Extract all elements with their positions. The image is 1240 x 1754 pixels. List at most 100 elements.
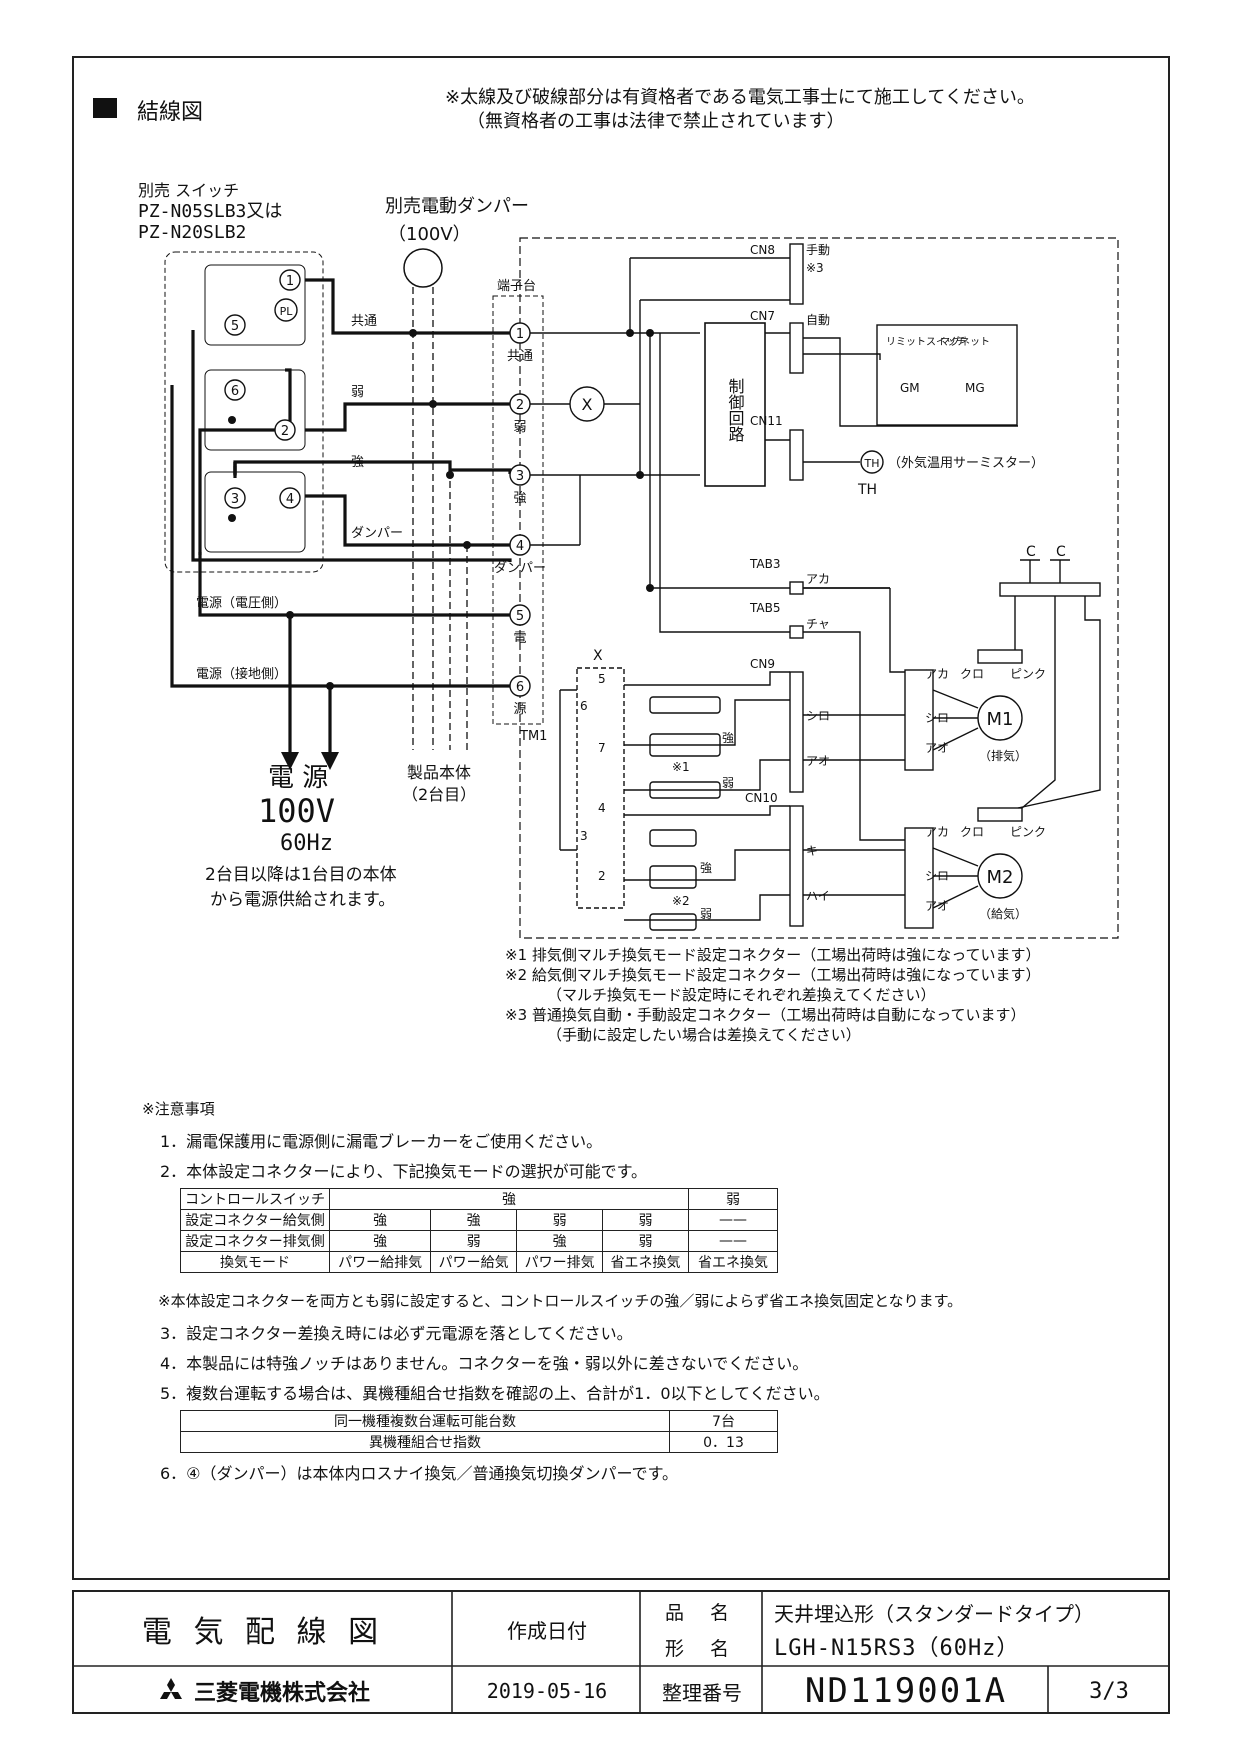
m1-kuro: クロ [960, 667, 984, 681]
m2-pin-ao: アオ [925, 899, 949, 913]
caution-item-2-note: ※本体設定コネクターを両方とも弱に設定すると、コントロールスイッチの強／弱によら… [158, 1292, 963, 1310]
m2-pin-shiro: シロ [925, 869, 949, 883]
terminal-5-num: 5 [516, 609, 524, 624]
table-row: コントロールスイッチ 強 弱 [180, 1188, 778, 1210]
cn8-note: ※3 [806, 261, 824, 275]
terminal-4-label: ダンパー [494, 561, 546, 576]
control-number: ND119001A [804, 1671, 1008, 1711]
table-row: 同一機種複数台運転可能台数 7台 [180, 1410, 778, 1432]
cn9-weak: 弱 [722, 776, 734, 790]
product-label-1: 製品本体 [407, 763, 471, 782]
thermistor-label: （外気温用サーミスター） [888, 455, 1044, 471]
thermistor-symbol: TH [864, 457, 880, 470]
qualification-note: ※太線及び破線部分は有資格者である電気工事士にて施工してください。 （無資格者の… [445, 86, 1035, 134]
relay-contact-3: 3 [580, 829, 588, 843]
wire-damper-label: ダンパー [351, 526, 403, 541]
tab3-label: TAB3 [749, 557, 780, 571]
table-cell: 異機種組合せ指数 [180, 1431, 670, 1453]
power-voltage: 100V [258, 792, 335, 830]
table-cell: 弱 [688, 1188, 778, 1210]
cn10-strong: 強 [700, 861, 712, 875]
tm1-label: TM1 [519, 729, 547, 744]
m2-kuro: クロ [960, 825, 984, 839]
terminal-1-label: 共通 [507, 349, 533, 364]
wire-common-label: 共通 [351, 314, 377, 329]
cn8-manual: 手動 [806, 243, 830, 257]
tab5-label: TAB5 [749, 601, 780, 615]
document-title: 電 気 配 線 図 [141, 1615, 385, 1650]
caution-item-3: 3．設定コネクター差換え時には必ず元電源を落としてください。 [160, 1324, 633, 1343]
m1-pink: ピンク [1010, 667, 1046, 681]
cn7-label: CN7 [750, 309, 775, 323]
table-cell: 強 [516, 1230, 604, 1252]
cn9-pin-ao: アオ [806, 754, 830, 768]
table-cell: パワー給気 [430, 1251, 518, 1273]
wire-strong-label: 強 [351, 455, 364, 470]
company-name: 三菱電機株式会社 [74, 1668, 452, 1714]
relay-contact-6: 6 [580, 699, 588, 713]
product-name: 天井埋込形（スタンダードタイプ） [774, 1602, 1094, 1626]
footnote-2: ※2 給気側マルチ換気モード設定コネクター（工場出荷時は強になっています） [505, 966, 1041, 984]
section-marker [93, 98, 117, 118]
product-label-2: （2台目） [402, 785, 476, 804]
control-circuit-label: 制御回路 [726, 378, 745, 442]
table-cell: 換気モード [180, 1251, 330, 1273]
note1-marker: ※1 [672, 760, 690, 774]
motor-m1: M1 [987, 709, 1014, 730]
terminal-6-num: 6 [516, 680, 524, 695]
table-cell: 省エネ換気 [688, 1251, 778, 1273]
table-row: 設定コネクター給気側 強 強 弱 弱 —— [180, 1209, 778, 1231]
section-title: 結線図 [137, 100, 204, 125]
caution-item-2: 2．本体設定コネクターにより、下記換気モードの選択が可能です。 [160, 1162, 647, 1181]
limit-switch-label: リミットスイッチ [886, 336, 966, 348]
cn7-auto: 自動 [806, 313, 830, 327]
cn8-label: CN8 [750, 243, 775, 257]
cn10-label: CN10 [745, 791, 778, 805]
table-cell: パワー給排気 [328, 1251, 432, 1273]
damper-label-2: （100V） [388, 224, 471, 245]
switch-label-3: PZ-N20SLB2 [138, 222, 246, 243]
m1-pin-ao: アオ [925, 741, 949, 755]
switch-node-2: 2 [281, 424, 289, 439]
gm-label: GM [900, 381, 920, 395]
page-number: 3/3 [1089, 1678, 1129, 1704]
magnet-label: マグネット [940, 335, 990, 348]
company-name-text: 三菱電機株式会社 [193, 1681, 370, 1706]
footnote-3-sub: （手動に設定したい場合は差換えてください） [547, 1026, 861, 1044]
relay-contact-4: 4 [598, 801, 606, 815]
terminal-2-num: 2 [516, 398, 524, 413]
footnote-3: ※3 普通換気自動・手動設定コネクター（工場出荷時は自動になっています） [505, 1006, 1026, 1024]
relay-contact-2: 2 [598, 869, 606, 883]
power-note-2: から電源供給されます。 [210, 890, 395, 910]
power-frequency: 60Hz [280, 831, 333, 856]
switch-label-1: 別売 スイッチ [138, 181, 239, 200]
terminal-block-label: 端子台 [497, 279, 536, 294]
product-name-label: 品 名 [664, 1601, 740, 1624]
table-row: 換気モード パワー給排気 パワー給気 パワー排気 省エネ換気 省エネ換気 [180, 1251, 778, 1273]
table-cell: 弱 [602, 1209, 689, 1231]
power-label: 電 源 [268, 763, 328, 793]
created-date: 2019-05-16 [486, 1679, 608, 1703]
capacitor-2: C [1056, 544, 1066, 560]
multi-unit-table: 同一機種複数台運転可能台数 7台 異機種組合せ指数 0．13 [180, 1410, 778, 1453]
m2-pink: ピンク [1010, 825, 1046, 839]
qualification-note-line1: ※太線及び破線部分は有資格者である電気工事士にて施工してください。 [445, 87, 1035, 108]
caution-item-6: 6．④（ダンパー）は本体内ロスナイ換気／普通換気切換ダンパーです。 [160, 1464, 678, 1483]
table-cell: 弱 [602, 1230, 689, 1252]
footnote-1: ※1 排気側マルチ換気モード設定コネクター（工場出荷時は強になっています） [505, 946, 1041, 964]
th-label: TH [857, 482, 877, 498]
table-cell: 省エネ換気 [602, 1251, 689, 1273]
wire-power-voltage-label: 電源（電圧側） [196, 596, 287, 611]
terminal-5-label: 電 [513, 631, 526, 646]
mitsubishi-logo-icon [159, 1678, 182, 1699]
motor-m2: M2 [987, 867, 1014, 888]
damper-label-1: 別売電動ダンパー [385, 196, 529, 217]
control-number-label: 整理番号 [662, 1680, 742, 1705]
cn9-pin-shiro: シロ [806, 709, 830, 723]
relay-contact-5: 5 [598, 672, 606, 686]
footnotes: ※1 排気側マルチ換気モード設定コネクター（工場出荷時は強になっています） ※2… [505, 945, 1041, 1045]
switch-node-5: 5 [231, 319, 239, 334]
switch-node-1: 1 [286, 274, 294, 289]
cn10-weak: 弱 [700, 907, 712, 921]
